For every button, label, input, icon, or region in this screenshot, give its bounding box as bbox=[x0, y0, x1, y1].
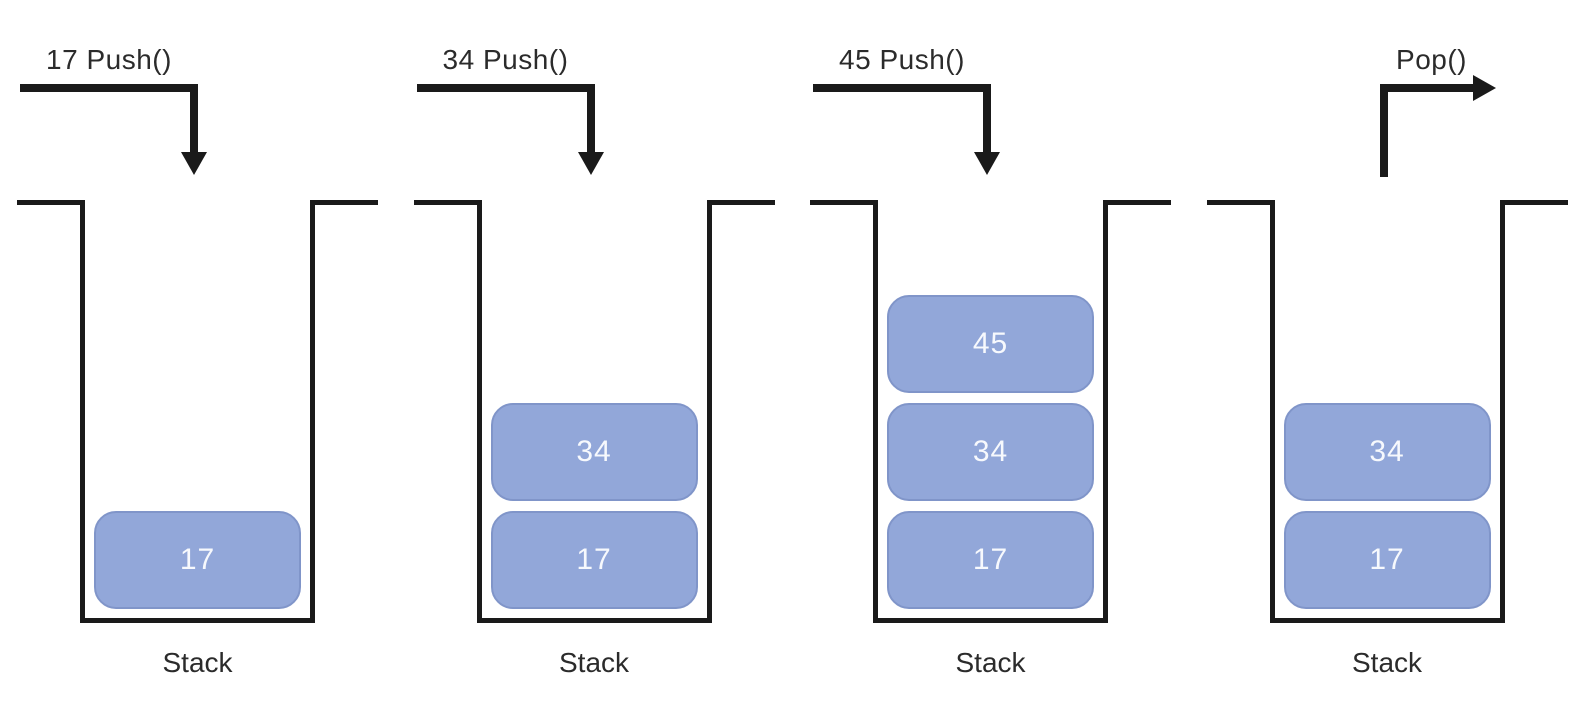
stack-container: 17 bbox=[17, 200, 378, 623]
arrow-line-horizontal bbox=[813, 84, 991, 92]
stack-items: 17 bbox=[94, 511, 301, 609]
stack-label: Stack bbox=[955, 647, 1026, 678]
stack-item: 34 bbox=[887, 403, 1094, 501]
stack-container: 45 34 17 bbox=[810, 200, 1171, 623]
arrow-line-vertical bbox=[586, 84, 595, 154]
operation-label: 17 Push() bbox=[46, 44, 172, 75]
stack-item: 17 bbox=[887, 511, 1094, 609]
stack-items: 45 34 17 bbox=[887, 295, 1094, 609]
arrow-line-vertical bbox=[190, 84, 198, 154]
stack-items: 34 17 bbox=[1283, 403, 1491, 609]
stack-label: Stack bbox=[162, 647, 233, 678]
stack-item: 45 bbox=[887, 295, 1094, 393]
operation-label: 45 Push() bbox=[839, 44, 965, 75]
stack-items: 34 17 bbox=[490, 403, 698, 609]
stack-item: 17 bbox=[490, 511, 698, 609]
arrow-line-vertical bbox=[983, 84, 991, 154]
arrow-head-down-icon bbox=[577, 152, 604, 175]
stack-item: 17 bbox=[1283, 511, 1491, 609]
stack-item: 34 bbox=[1283, 403, 1491, 501]
stack-panel-push-34: 34 Push() 34 17 Stack bbox=[397, 0, 794, 728]
arrow-head-down-icon bbox=[974, 152, 1000, 175]
stack-item: 34 bbox=[490, 403, 698, 501]
stack-label: Stack bbox=[558, 647, 630, 678]
stack-container: 34 17 bbox=[1206, 200, 1568, 623]
stack-label: Stack bbox=[1351, 647, 1423, 678]
operation-label: Pop() bbox=[1396, 44, 1467, 75]
arrow-head-right-icon bbox=[1472, 75, 1496, 101]
stack-container: 34 17 bbox=[413, 200, 775, 623]
operation-label: 34 Push() bbox=[442, 44, 569, 75]
arrow-line-horizontal bbox=[1379, 84, 1474, 92]
arrow-line-vertical bbox=[1379, 84, 1388, 177]
stack-item: 17 bbox=[94, 511, 301, 609]
arrow-line-horizontal bbox=[20, 84, 198, 92]
stack-panel-push-45: 45 Push() 45 34 17 Stack bbox=[793, 0, 1190, 728]
stack-panel-pop: Pop() 34 17 Stack bbox=[1190, 0, 1586, 728]
arrow-head-down-icon bbox=[181, 152, 207, 175]
stack-panel-push-17: 17 Push() 17 Stack bbox=[0, 0, 397, 728]
arrow-line-horizontal bbox=[416, 84, 595, 92]
